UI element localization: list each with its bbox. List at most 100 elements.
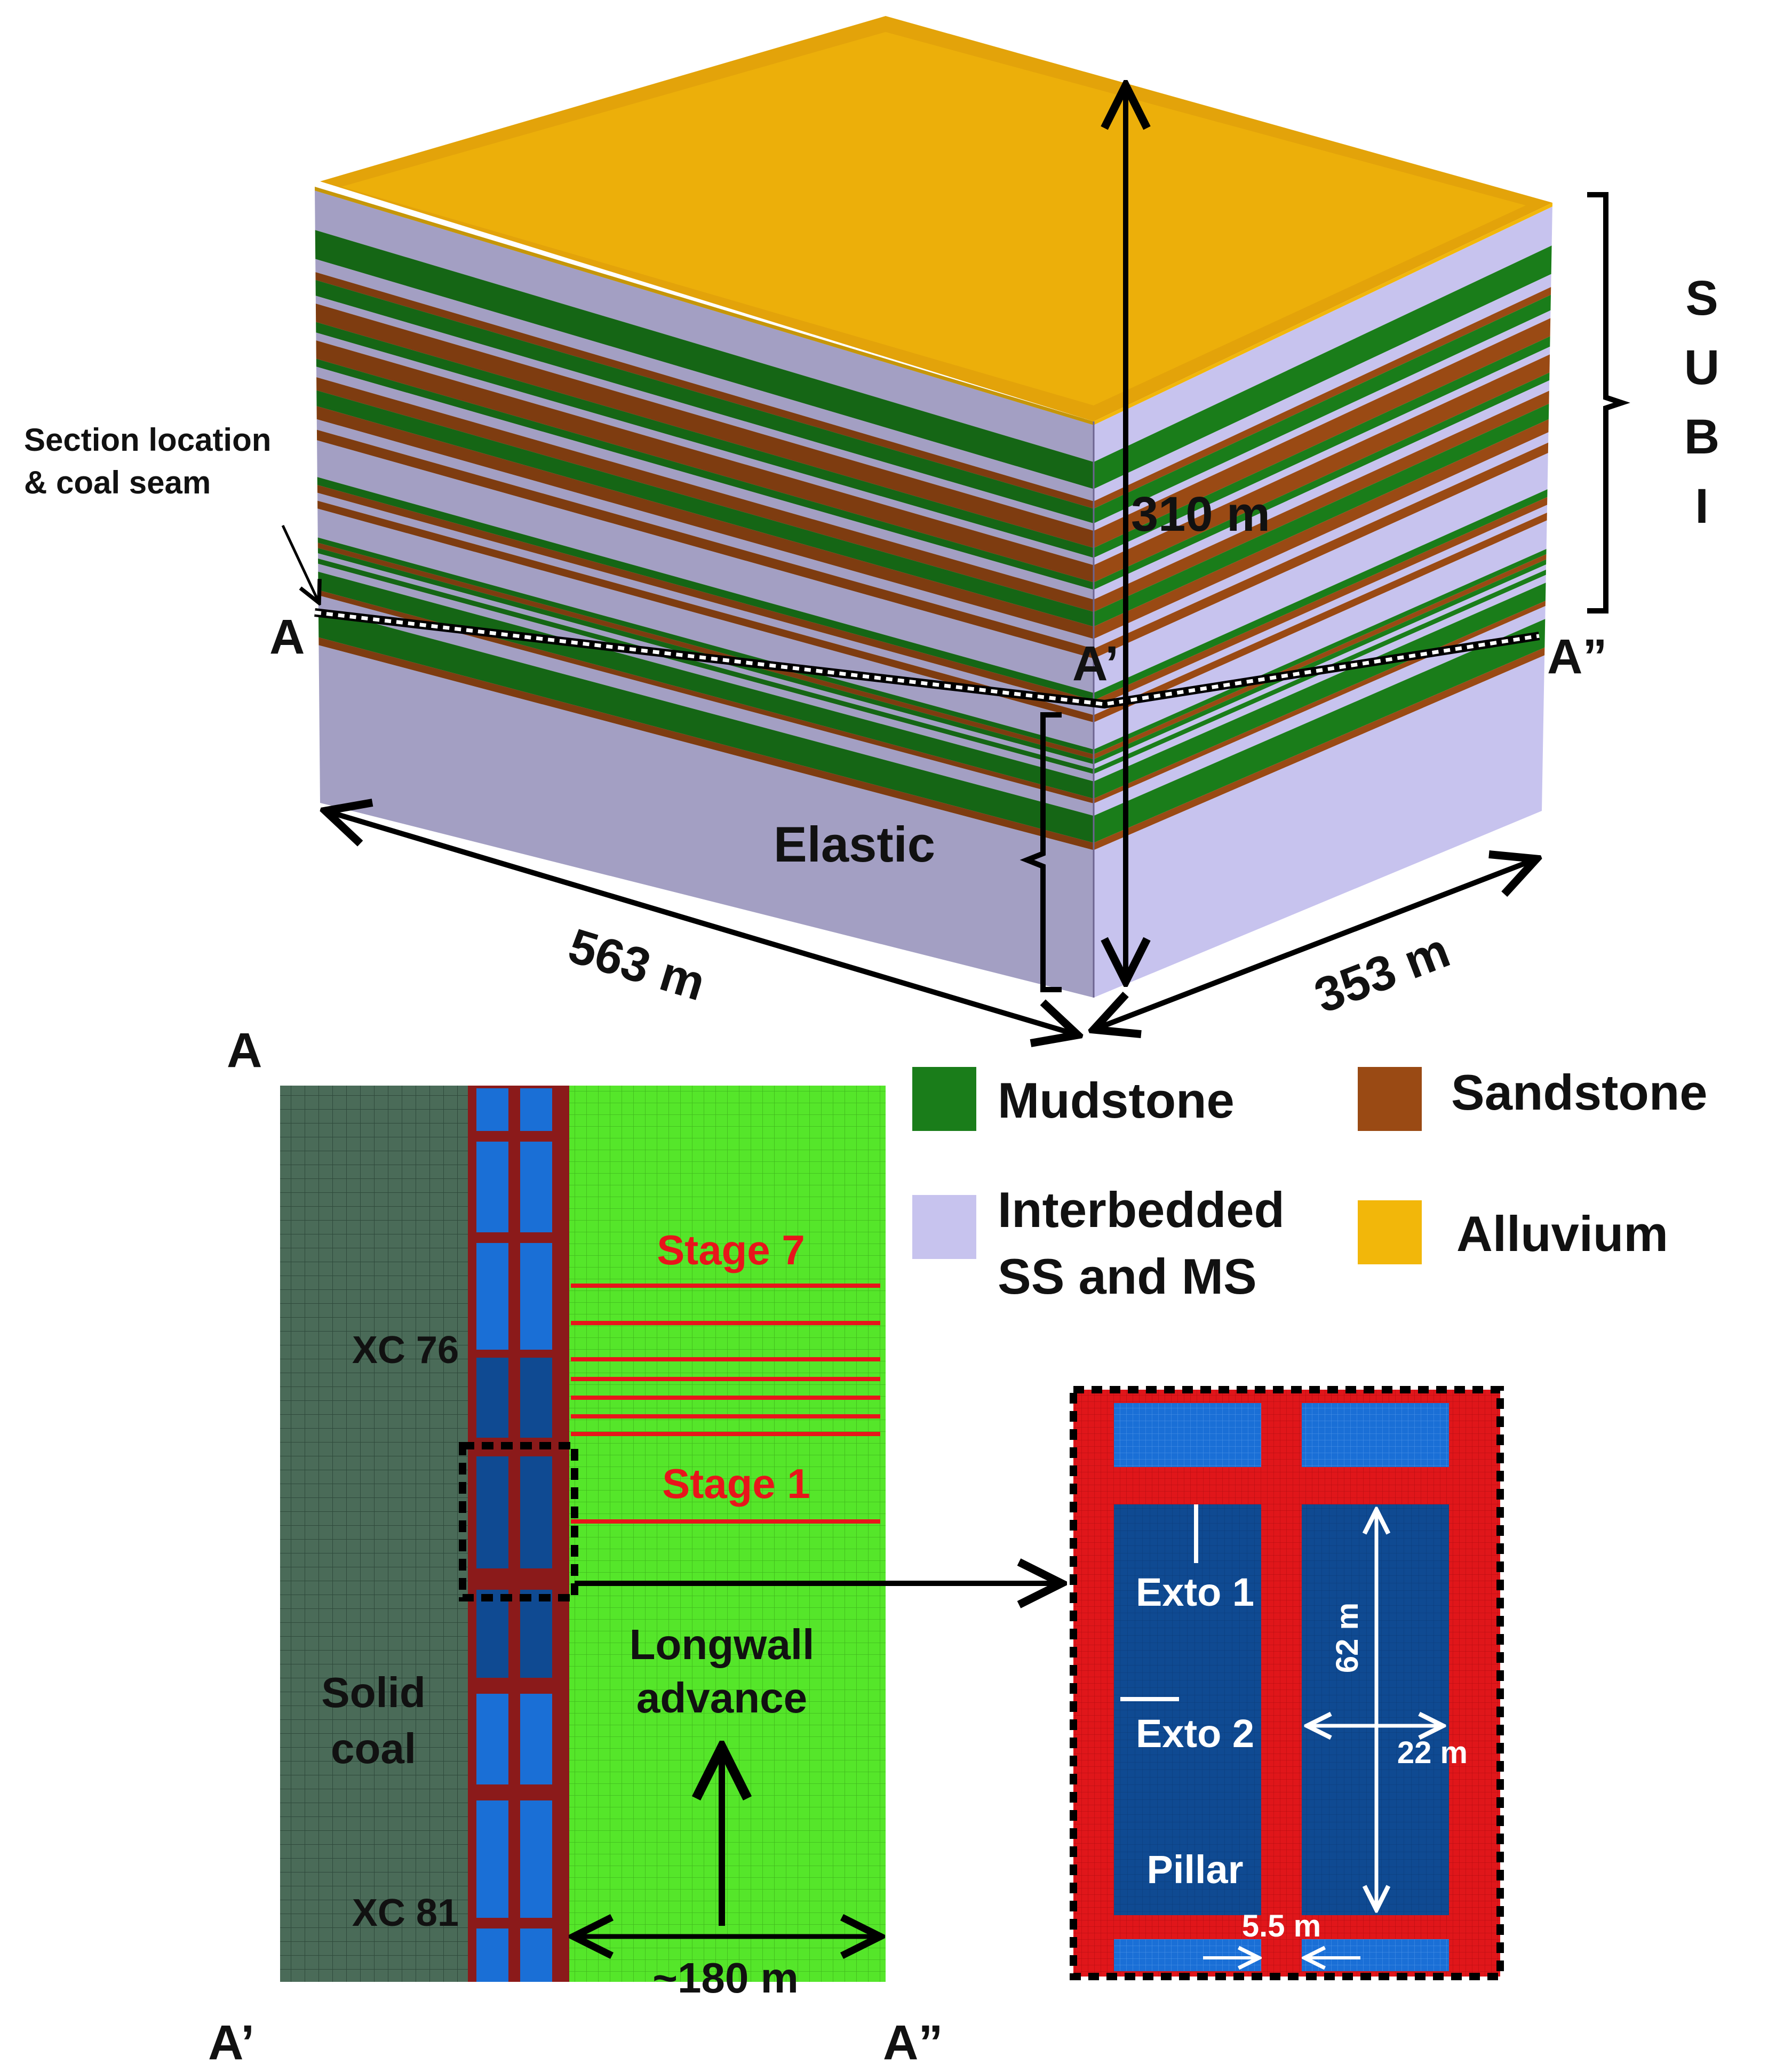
- rock-layer: [317, 508, 1094, 750]
- exto1-label: Exto 1: [1136, 1570, 1254, 1614]
- pillar-label: Pillar: [1147, 1847, 1244, 1892]
- plan-corner-a: A: [227, 1023, 262, 1078]
- left-face-shading: [315, 187, 1094, 998]
- rock-layer: [1094, 442, 1549, 659]
- stage1-label: Stage 1: [662, 1460, 810, 1507]
- rock-layer: [318, 563, 1094, 782]
- legend-label-alluvium: Alluvium: [1456, 1206, 1668, 1262]
- rock-layer: [1094, 354, 1550, 583]
- rock-layer: [1094, 380, 1550, 600]
- legend-label-mudstone: Mudstone: [998, 1072, 1235, 1128]
- rock-layer: [1094, 619, 1546, 843]
- pillar-width-label: 22 m: [1397, 1735, 1468, 1770]
- plan-corner-a-double-prime: A”: [883, 2015, 943, 2070]
- rock-layer: [315, 230, 1094, 489]
- detail-block-top-left: [1114, 1403, 1261, 1467]
- section-point-a-prime: A’: [1072, 636, 1119, 691]
- gateroad-pillar: [476, 1456, 508, 1568]
- rock-layer: [1094, 206, 1552, 462]
- crosscut-xc81: XC 81: [352, 1892, 459, 1934]
- rock-layer: [1094, 489, 1548, 700]
- gateroad-pillar: [520, 1590, 552, 1678]
- rock-layer: [1094, 294, 1551, 524]
- rock-layer: [1094, 505, 1548, 715]
- rock-layer: [1094, 403, 1549, 627]
- gateroad-pillar: [520, 1142, 552, 1232]
- rock-layer: [317, 537, 1094, 755]
- right-face: [1094, 203, 1552, 998]
- detail-view: Exto 1 Exto 2 Pillar 62 m 22 m 5.5 m: [1070, 1386, 1504, 1980]
- gateroad-pillar: [520, 1928, 552, 1982]
- gateroad-pillar: [520, 1694, 552, 1784]
- rock-layer: [316, 406, 1094, 639]
- gateroad-pillar: [476, 1928, 508, 1982]
- rock-layer: [1094, 497, 1548, 708]
- gateroad-pillars: [476, 1088, 552, 1982]
- stage-lines: [571, 1284, 880, 1524]
- gateroad-pillar: [476, 1800, 508, 1918]
- panel-width-label: ~180 m: [652, 1954, 799, 2002]
- rock-layer: [315, 259, 1094, 501]
- detail-block-top-right: [1302, 1403, 1449, 1467]
- rock-layer: [317, 477, 1094, 700]
- rock-layer: [317, 485, 1094, 708]
- section-point-a: A: [269, 610, 305, 664]
- gateroad-pillar: [476, 1694, 508, 1784]
- rock-layer: [1094, 346, 1550, 565]
- rock-layer: [1094, 318, 1551, 548]
- subi-letter-u: U: [1684, 340, 1719, 395]
- rock-layer: [1094, 336, 1550, 558]
- solid-coal-label-line1: Solid: [321, 1669, 426, 1716]
- rock-layer: [318, 590, 1094, 804]
- rock-layer: [318, 571, 1094, 799]
- gateroad-pillar: [476, 1243, 508, 1350]
- plan-corner-a-prime: A’: [208, 2015, 254, 2070]
- length-label: 563 m: [562, 919, 711, 1011]
- crosscut-xc76: XC 76: [352, 1329, 459, 1372]
- section-point-a-double-prime: A”: [1547, 629, 1607, 684]
- legend-label-sandstone: Sandstone: [1451, 1064, 1708, 1120]
- longwall-panel: [569, 1086, 886, 1982]
- subi-bracket: [1587, 192, 1630, 613]
- rock-layer: [318, 637, 1094, 850]
- rock-layer: [1094, 575, 1546, 782]
- height-label: 310 m: [1131, 487, 1270, 541]
- rock-layer: [1094, 391, 1549, 612]
- legend-label-interbedded-line2: SS and MS: [998, 1248, 1257, 1304]
- rock-layer: [1094, 274, 1551, 501]
- legend: Mudstone Sandstone Interbedded SS and MS…: [912, 1064, 1708, 1304]
- detail-frame: [1070, 1386, 1504, 1980]
- rock-layer: [315, 296, 1094, 531]
- rock-layer: [318, 558, 1094, 774]
- subi-letter-b: B: [1684, 410, 1719, 464]
- gateroad-pillar: [476, 1088, 508, 1131]
- rock-layer: [318, 595, 1094, 816]
- legend-swatch-mudstone: [912, 1067, 976, 1131]
- rock-layer: [1094, 419, 1549, 639]
- legend-swatch-sandstone: [1358, 1067, 1422, 1131]
- width-dimension-arrow: [1094, 859, 1536, 1030]
- stage7-label: Stage 7: [657, 1226, 805, 1273]
- subi-letter-i: I: [1695, 479, 1709, 533]
- detail-pillar-left: [1114, 1504, 1261, 1915]
- gateroad-pillar: [520, 1800, 552, 1918]
- rock-layer: [1094, 310, 1551, 531]
- length-dimension-arrow: [325, 811, 1078, 1035]
- rock-layer: [316, 322, 1094, 558]
- rock-layer: [316, 429, 1094, 659]
- rock-layer: [318, 608, 1094, 843]
- longwall-label-line2: advance: [636, 1674, 807, 1722]
- subi-letter-s: S: [1685, 271, 1718, 325]
- rock-layer: [315, 280, 1094, 524]
- solid-coal-label-line2: coal: [331, 1725, 416, 1772]
- section-note-line1: Section location: [24, 422, 271, 458]
- rock-layer: [315, 304, 1094, 548]
- gateroad-pillar: [476, 1358, 508, 1438]
- rock-layer: [317, 440, 1094, 693]
- rock-layer: [1094, 559, 1547, 764]
- rock-layer: [316, 340, 1094, 583]
- rock-layer: [317, 492, 1094, 715]
- rock-layer: [1094, 554, 1547, 760]
- gateroad-pillar: [520, 1243, 552, 1350]
